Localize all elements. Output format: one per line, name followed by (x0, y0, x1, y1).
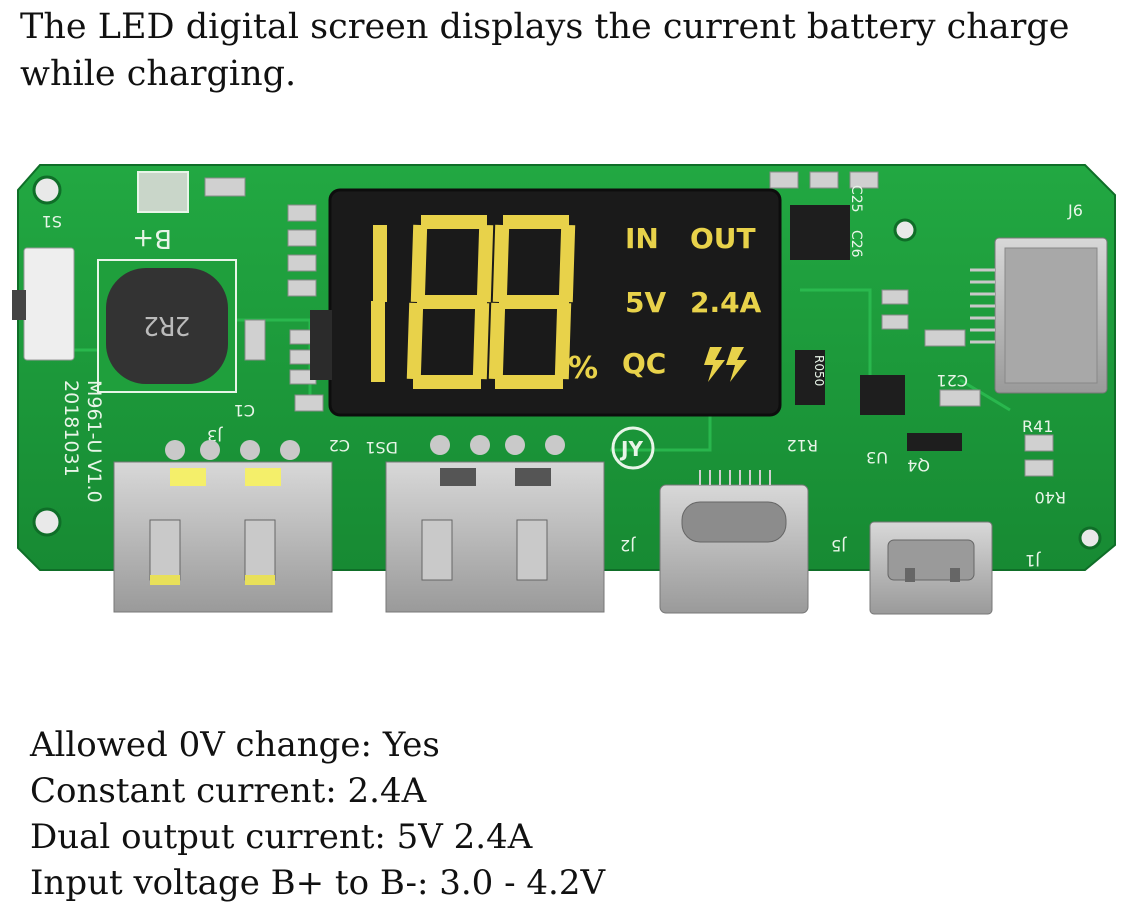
jy-logo: JY (611, 426, 655, 470)
micro-usb-j1 (869, 521, 993, 615)
j2-label: J2 (620, 536, 636, 555)
u3-label: U3 (866, 448, 888, 467)
r050-label: R050 (812, 355, 826, 386)
c21-label: C21 (936, 371, 968, 390)
lcd-display: % IN OUT 5V 2.4A QC (328, 188, 782, 417)
voltage-label: 5V (625, 286, 666, 319)
mounting-holes (32, 175, 1102, 550)
date-label: 20181031 (60, 380, 82, 477)
c2-label: C2 (329, 436, 350, 455)
r40-label: R40 (1035, 488, 1066, 507)
micro-usb-j6 (970, 237, 1108, 394)
r12-label: R12 (787, 436, 818, 455)
spec-item: Allowed 0V change: Yes (30, 725, 440, 765)
headline: The LED digital screen displays the curr… (20, 7, 1070, 94)
current-label: 2.4A (690, 286, 762, 319)
usb-a-port-2 (385, 435, 605, 613)
svg-text:JY: JY (619, 437, 643, 461)
ds1-label: DS1 (365, 438, 398, 457)
switch-s1 (12, 247, 75, 361)
inductor-label: 2R2 (144, 310, 191, 340)
double-lightning-icon (704, 347, 747, 382)
c1-label: C1 (234, 401, 255, 420)
spec-item: Dual output current: 5V 2.4A (30, 817, 533, 857)
j5-label: J5 (831, 536, 847, 555)
pcb-board-photo: S1 B+ 2R2 M961-U V1.0 20181031 (10, 150, 1125, 630)
in-label: IN (625, 222, 659, 255)
resistor-r050 (795, 350, 825, 405)
spec-item: Constant current: 2.4A (30, 771, 427, 811)
chip-ic (790, 205, 850, 260)
s1-label: S1 (42, 212, 62, 231)
r41-label: R41 (1022, 417, 1053, 436)
qc-label: QC (622, 347, 666, 380)
spec-list: Allowed 0V change: Yes Constant current:… (30, 722, 605, 906)
chip-u3 (860, 375, 905, 415)
q4-label: Q4 (907, 456, 930, 475)
j6-label: J6 (1067, 201, 1083, 220)
model-label: M961-U V1.0 (83, 380, 105, 503)
usb-a-port-1 (113, 461, 333, 613)
segment-digits (371, 215, 576, 389)
inductor: 2R2 (97, 259, 237, 393)
out-label: OUT (690, 222, 756, 255)
percent-sign: % (568, 351, 598, 386)
bplus-label: B+ (132, 223, 172, 253)
c25-label: C25 (848, 185, 864, 213)
usb-c-port (659, 470, 809, 614)
c26-label: C26 (848, 230, 864, 258)
spec-item: Input voltage B+ to B-: 3.0 - 4.2V (30, 863, 606, 903)
j1-label: J1 (1025, 551, 1041, 570)
